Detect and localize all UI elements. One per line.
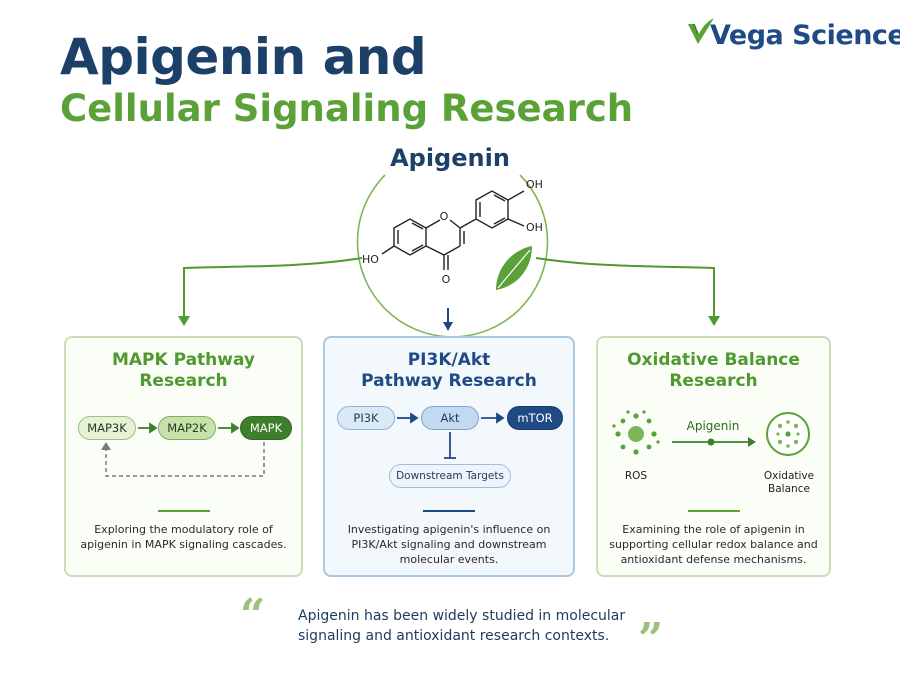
card-mapk-title: MAPK Pathway Research xyxy=(66,350,301,392)
pi3k-arrows xyxy=(397,412,505,459)
node-mtor: mTOR xyxy=(507,406,563,430)
page-title-line1: Apigenin and xyxy=(60,28,427,86)
card-pi3k: PI3K/Akt Pathway Research PI3K Akt mTOR … xyxy=(323,336,575,577)
card-oxidative-description: Examining the role of apigenin in suppor… xyxy=(609,523,818,566)
oxidative-balance-label: Oxidative Balance xyxy=(754,470,824,496)
oxidative-balance-icon xyxy=(766,412,810,456)
node-map2k: MAP2K xyxy=(158,416,216,440)
node-mapk: MAPK xyxy=(240,416,292,440)
node-downstream-targets: Downstream Targets xyxy=(389,464,511,488)
center-title: Apigenin xyxy=(390,144,510,172)
card-oxidative-title: Oxidative Balance Research xyxy=(598,350,829,392)
card-oxidative-title-line2: Research xyxy=(669,371,758,391)
right-arrowhead xyxy=(708,316,720,326)
logo: Vega Science xyxy=(686,14,900,54)
feedback-loop-arrow xyxy=(105,442,265,477)
open-quote-mark: “ xyxy=(240,590,266,641)
oxidative-diagram xyxy=(612,410,810,456)
card-pi3k-title: PI3K/Akt Pathway Research xyxy=(325,350,573,392)
card-pi3k-divider xyxy=(423,510,475,512)
mapk-arrows xyxy=(101,422,265,477)
oxidative-balance-label-line1: Oxidative xyxy=(763,470,815,482)
ros-label: ROS xyxy=(624,470,648,482)
ros-icon xyxy=(612,410,660,455)
card-pi3k-title-line2: Pathway Research xyxy=(361,371,537,391)
card-pi3k-title-line1: PI3K/Akt xyxy=(407,350,491,370)
node-map3k: MAP3K xyxy=(78,416,136,440)
card-oxidative: Oxidative Balance Research Apigenin ROS xyxy=(596,336,831,577)
left-arrowhead xyxy=(178,316,190,326)
apigenin-structure: O O OH OH HO xyxy=(362,178,543,286)
card-mapk-divider xyxy=(157,510,210,512)
card-mapk-title-line1: MAPK Pathway xyxy=(111,350,256,370)
ring-oxygen-label: O xyxy=(440,210,449,223)
left-connector xyxy=(183,257,363,318)
oh-right-label: OH xyxy=(526,221,543,234)
oxidative-balance-label-line2: Balance xyxy=(768,483,810,495)
card-oxidative-title-line1: Oxidative Balance xyxy=(627,350,800,370)
leaf-icon xyxy=(496,246,532,290)
carbonyl-oxygen-label: O xyxy=(442,273,451,286)
right-connector xyxy=(535,257,715,318)
close-quote-mark: ” xyxy=(638,614,664,665)
oh-top-label: OH xyxy=(526,178,543,191)
arrow-label-apigenin: Apigenin xyxy=(686,419,740,433)
center-arrowhead xyxy=(443,322,453,331)
quote-text: Apigenin has been widely studied in mole… xyxy=(298,608,626,644)
card-mapk-title-line2: Research xyxy=(139,371,228,391)
card-oxidative-divider xyxy=(687,510,740,512)
card-mapk-description: Exploring the modulatory role of apigeni… xyxy=(80,523,287,551)
ho-left-label: HO xyxy=(362,253,379,266)
page-title-line2: Cellular Signaling Research xyxy=(60,87,634,130)
node-pi3k: PI3K xyxy=(337,406,395,430)
logo-text: Vega Science xyxy=(710,20,900,51)
leaf-checkmark-icon xyxy=(688,18,714,44)
card-mapk: MAPK Pathway Research MAP3K MAP2K MAPK E… xyxy=(64,336,303,577)
node-akt: Akt xyxy=(421,406,479,430)
card-pi3k-description: Investigating apigenin's influence on PI… xyxy=(347,523,551,566)
